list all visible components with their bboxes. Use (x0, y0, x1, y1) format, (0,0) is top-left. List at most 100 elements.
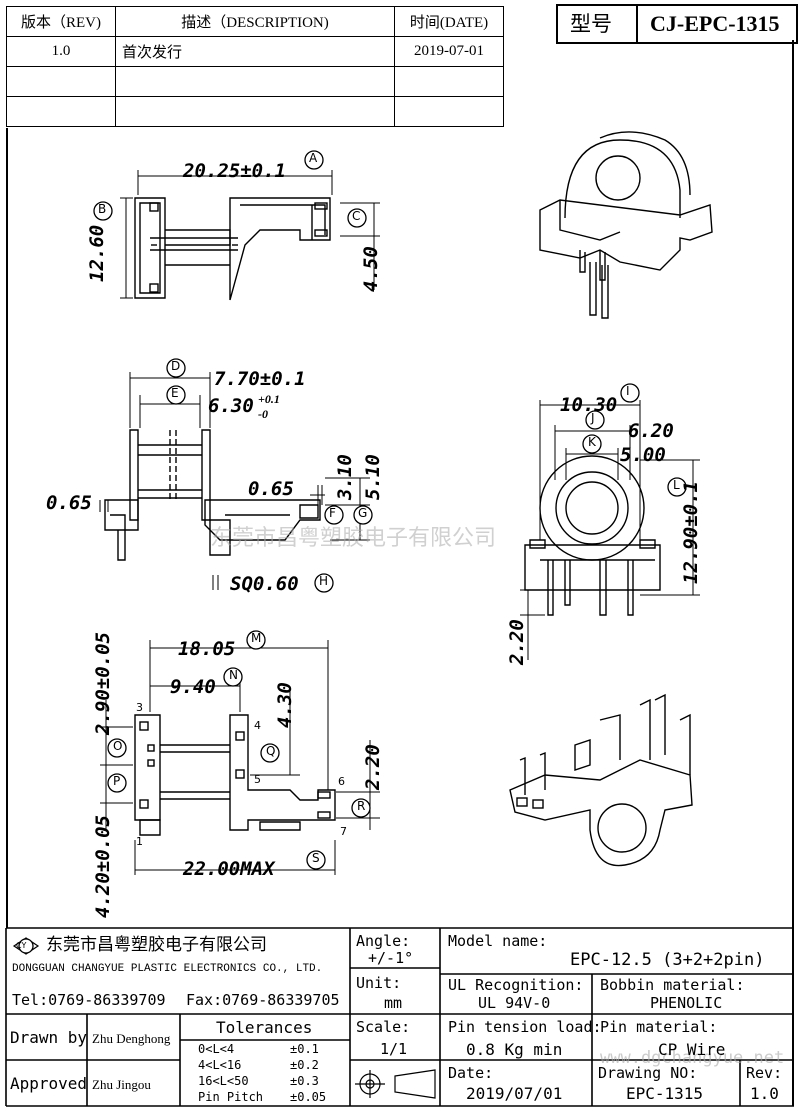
tolerance-range: 16<L<50 (198, 1074, 249, 1088)
rev-label: Rev: (746, 1064, 783, 1082)
dim-J: 6.20 (628, 420, 674, 442)
tag-J: J (591, 411, 595, 425)
dim-G: 3.10 (334, 454, 356, 500)
company-fax: Fax:0769-86339705 (186, 991, 340, 1009)
pin-tension-value: 0.8 Kg min (466, 1040, 563, 1059)
desc-header: 描述（DESCRIPTION) (115, 6, 395, 37)
dim-pin-220: 2.20 (506, 619, 528, 665)
tolerance-value: ±0.2 (290, 1058, 319, 1072)
dim-D: 7.70±0.1 (214, 368, 306, 390)
dimension-tags (18, 150, 687, 954)
rev-cell (6, 96, 116, 127)
dim-E: 6.30 (208, 395, 254, 417)
model-box: 型号 CJ-EPC-1315 (556, 4, 798, 44)
dim-G2: 5.10 (362, 454, 384, 500)
tag-N: N (229, 668, 238, 682)
tag-E: E (171, 386, 179, 400)
tolerance-value: ±0.1 (290, 1042, 319, 1056)
drawing-no-value: EPC-1315 (626, 1084, 704, 1103)
tolerance-range: 0<L<4 (198, 1042, 235, 1056)
projection-symbol (355, 1069, 436, 1099)
logo-text: CY (16, 941, 27, 950)
company-tel: Tel:0769-86339709 (12, 991, 166, 1009)
approved-value: Zhu Jingou (92, 1077, 151, 1092)
tag-Q: Q (266, 744, 276, 758)
tag-C: C (352, 209, 361, 223)
dim-R: 2.20 (362, 744, 384, 790)
dim-M: 18.05 (178, 638, 236, 660)
dim-S: 22.00MAX (183, 858, 275, 880)
dim-left-065: 0.65 (46, 492, 92, 514)
iso-view-top (539, 131, 713, 319)
dim-I: 10.30 (560, 394, 618, 416)
pin-material-value: CP Wire (658, 1040, 726, 1059)
tag-A: A (309, 151, 318, 165)
model-label: 型号 (570, 12, 612, 36)
tag-I: I (626, 384, 630, 398)
pin-label: 7 (340, 825, 347, 838)
dim-E-tol-down: -0 (258, 407, 268, 421)
tag-B: B (98, 202, 107, 216)
model-name-label: Model name: (448, 932, 548, 950)
rev-header: 版本（REV) (6, 6, 116, 37)
date-cell (394, 66, 504, 97)
tag-S: S (312, 851, 320, 865)
dim-K: 5.00 (620, 444, 666, 466)
drawn-by-value: Zhu Denghong (92, 1031, 171, 1046)
watermark: 东莞市昌粤塑胶电子有限公司 (210, 526, 497, 551)
unit-label: Unit: (356, 974, 402, 992)
dim-Q: 4.30 (274, 682, 296, 728)
date-cell: 2019-07-01 (394, 36, 504, 67)
pin-label: 4 (254, 719, 261, 732)
bottom-view (100, 640, 380, 875)
iso-view-bottom (509, 693, 693, 867)
unit-value: mm (384, 994, 403, 1012)
tag-O: O (113, 739, 123, 753)
dim-C: 4.50 (360, 246, 382, 292)
dim-B: 12.60 (86, 224, 108, 282)
rev-cell: 1.0 (6, 36, 116, 67)
pin-label: 1 (136, 835, 143, 848)
rev-cell (6, 66, 116, 97)
scale-label: Scale: (356, 1018, 411, 1036)
frame-left (6, 128, 8, 928)
tag-D: D (171, 359, 181, 373)
title-block-grid (5, 927, 794, 1107)
tag-H: H (319, 574, 329, 588)
dim-H: SQ0.60 (230, 573, 299, 595)
tolerance-range: Pin Pitch (198, 1090, 264, 1104)
company-name-en: DONGGUAN CHANGYUE PLASTIC ELECTRONICS CO… (12, 963, 323, 975)
tag-G: G (358, 506, 368, 520)
dim-F: 0.65 (248, 478, 294, 500)
pin-label: 3 (136, 701, 143, 714)
date-label: Date: (448, 1064, 494, 1082)
tag-P: P (113, 774, 121, 788)
tolerance-value: ±0.3 (290, 1074, 319, 1088)
tag-K: K (588, 435, 596, 449)
drawn-by-label: Drawn by (10, 1028, 88, 1047)
pin-tension-label: Pin tension load: (448, 1018, 602, 1036)
dim-E-tol-up: +0.1 (258, 392, 280, 406)
tag-M: M (251, 631, 262, 645)
desc-cell (115, 96, 395, 127)
model-name-value: EPC-12.5 (3+2+2pin) (570, 950, 765, 970)
pin-label: 6 (338, 775, 345, 788)
dim-L: 12.90±0.1 (680, 481, 702, 584)
approved-label: Approved (10, 1074, 88, 1093)
end-view (520, 400, 700, 660)
dim-N: 9.40 (170, 676, 216, 698)
angle-label: Angle: (356, 932, 411, 950)
ul-label: UL Recognition: (448, 976, 584, 994)
top-side-view (120, 170, 380, 301)
tolerance-range: 4<L<16 (198, 1058, 242, 1072)
date-cell (394, 96, 504, 127)
dim-top-vert: 2.90±0.05 (92, 632, 114, 735)
tag-F: F (329, 506, 336, 520)
date-value: 2019/07/01 (466, 1084, 563, 1103)
scale-value: 1/1 (380, 1040, 408, 1058)
frame-right (792, 40, 794, 1106)
ul-value: UL 94V-0 (478, 994, 551, 1012)
watermark-url: www.dgchangyue.net (600, 1048, 785, 1068)
tag-L: L (673, 478, 680, 492)
